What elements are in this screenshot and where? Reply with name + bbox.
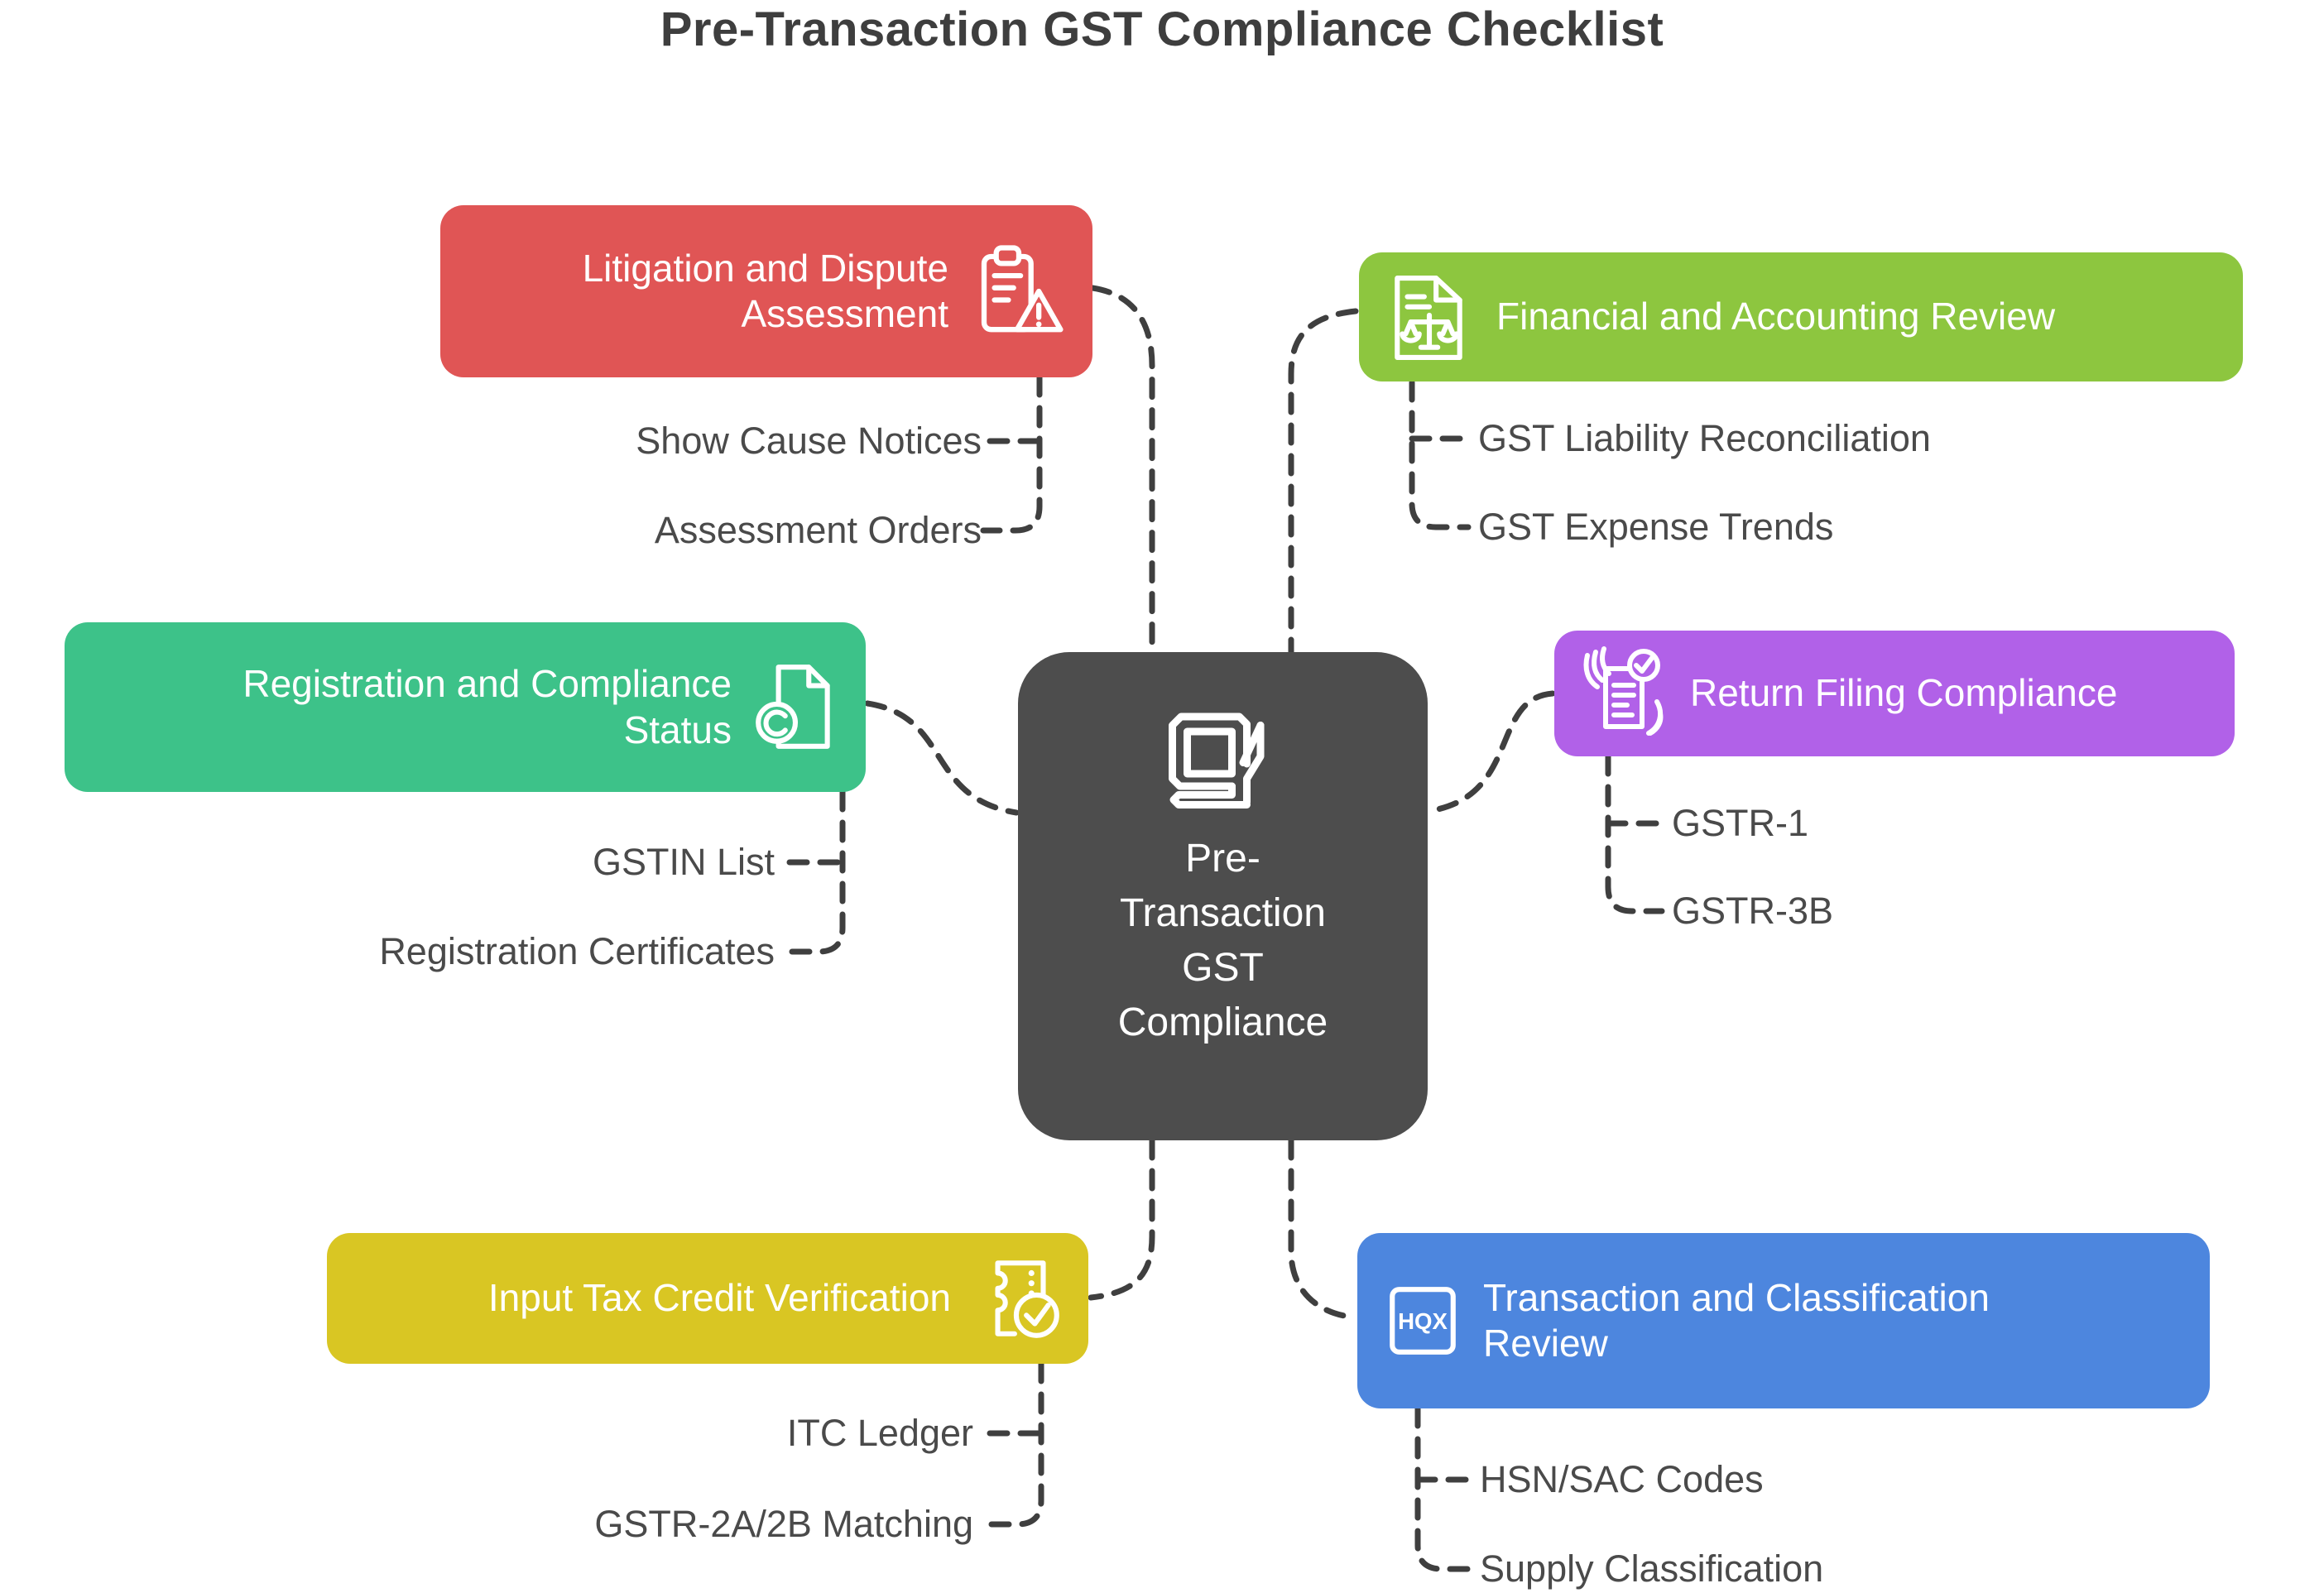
center-node-label: Pre- Transaction GST Compliance [1117, 837, 1328, 1044]
hqx-icon: HQX [1387, 1281, 1458, 1360]
receipt-check-icon [972, 1255, 1067, 1342]
document-copyright-icon [753, 660, 841, 755]
child-label-gst-expense-trends: GST Expense Trends [1478, 506, 1834, 548]
connector-litigation-center [1089, 285, 1155, 655]
branch-label-registration: Registration and Compliance Status [242, 662, 732, 751]
connector-litigation-child2 [980, 374, 1043, 534]
branch-box-litigation: Litigation and Dispute Assessment [440, 205, 1092, 377]
gst-logo-icon [1161, 692, 1285, 820]
connector-itc-center [1088, 1137, 1155, 1301]
child-label-registration-certificates: Registration Certificates [379, 930, 775, 972]
child-label-gstr-3b: GSTR-3B [1672, 890, 1834, 932]
branch-box-transaction: HQX Transaction and Classification Revie… [1357, 1233, 2210, 1408]
child-label-show-cause-notices: Show Cause Notices [636, 420, 982, 462]
branch-label-itc: Input Tax Credit Verification [487, 1276, 951, 1320]
connector-registration-child2 [781, 789, 846, 955]
connector-transaction-center [1288, 1137, 1359, 1321]
connector-itc-child2 [982, 1360, 1044, 1528]
connector-returns-center [1426, 690, 1556, 814]
branch-label-returns: Return Filing Compliance [1690, 671, 2118, 715]
connector-registration-center [864, 700, 1020, 816]
child-label-gst-liability-reconciliation: GST Liability Reconciliation [1478, 417, 1931, 459]
child-label-gstin-list: GSTIN List [592, 841, 775, 883]
child-label-itc-ledger: ITC Ledger [786, 1412, 973, 1454]
branch-box-registration: Registration and Compliance Status [65, 622, 866, 792]
branch-box-itc: Input Tax Credit Verification [327, 1233, 1088, 1364]
hands-checklist-icon [1577, 644, 1669, 743]
connector-returns-child2 [1605, 753, 1665, 914]
branch-label-transaction: Transaction and Classification Review [1483, 1275, 1990, 1365]
child-label-gstr-2a-2b-matching: GSTR-2A/2B Matching [594, 1503, 973, 1545]
branch-box-financial: Financial and Accounting Review [1359, 252, 2243, 381]
branch-label-litigation: Litigation and Dispute Assessment [582, 246, 948, 335]
child-label-assessment-orders: Assessment Orders [654, 509, 982, 551]
child-label-hsn-sac-codes: HSN/SAC Codes [1480, 1458, 1764, 1500]
page-title: Pre-Transaction GST Compliance Checklist [660, 2, 1664, 56]
branch-box-returns: Return Filing Compliance [1554, 631, 2235, 756]
clipboard-warning-icon [970, 239, 1068, 343]
connector-financial-child2 [1409, 379, 1472, 530]
child-label-supply-classification: Supply Classification [1480, 1547, 1824, 1590]
connector-transaction-child2 [1414, 1405, 1477, 1572]
document-scale-icon [1385, 273, 1473, 361]
branch-label-financial: Financial and Accounting Review [1496, 295, 2056, 338]
center-node: Pre- Transaction GST Compliance [1018, 652, 1428, 1140]
child-label-gstr-1: GSTR-1 [1672, 802, 1809, 844]
connector-financial-center [1288, 308, 1359, 655]
svg-text:HQX: HQX [1398, 1308, 1448, 1334]
